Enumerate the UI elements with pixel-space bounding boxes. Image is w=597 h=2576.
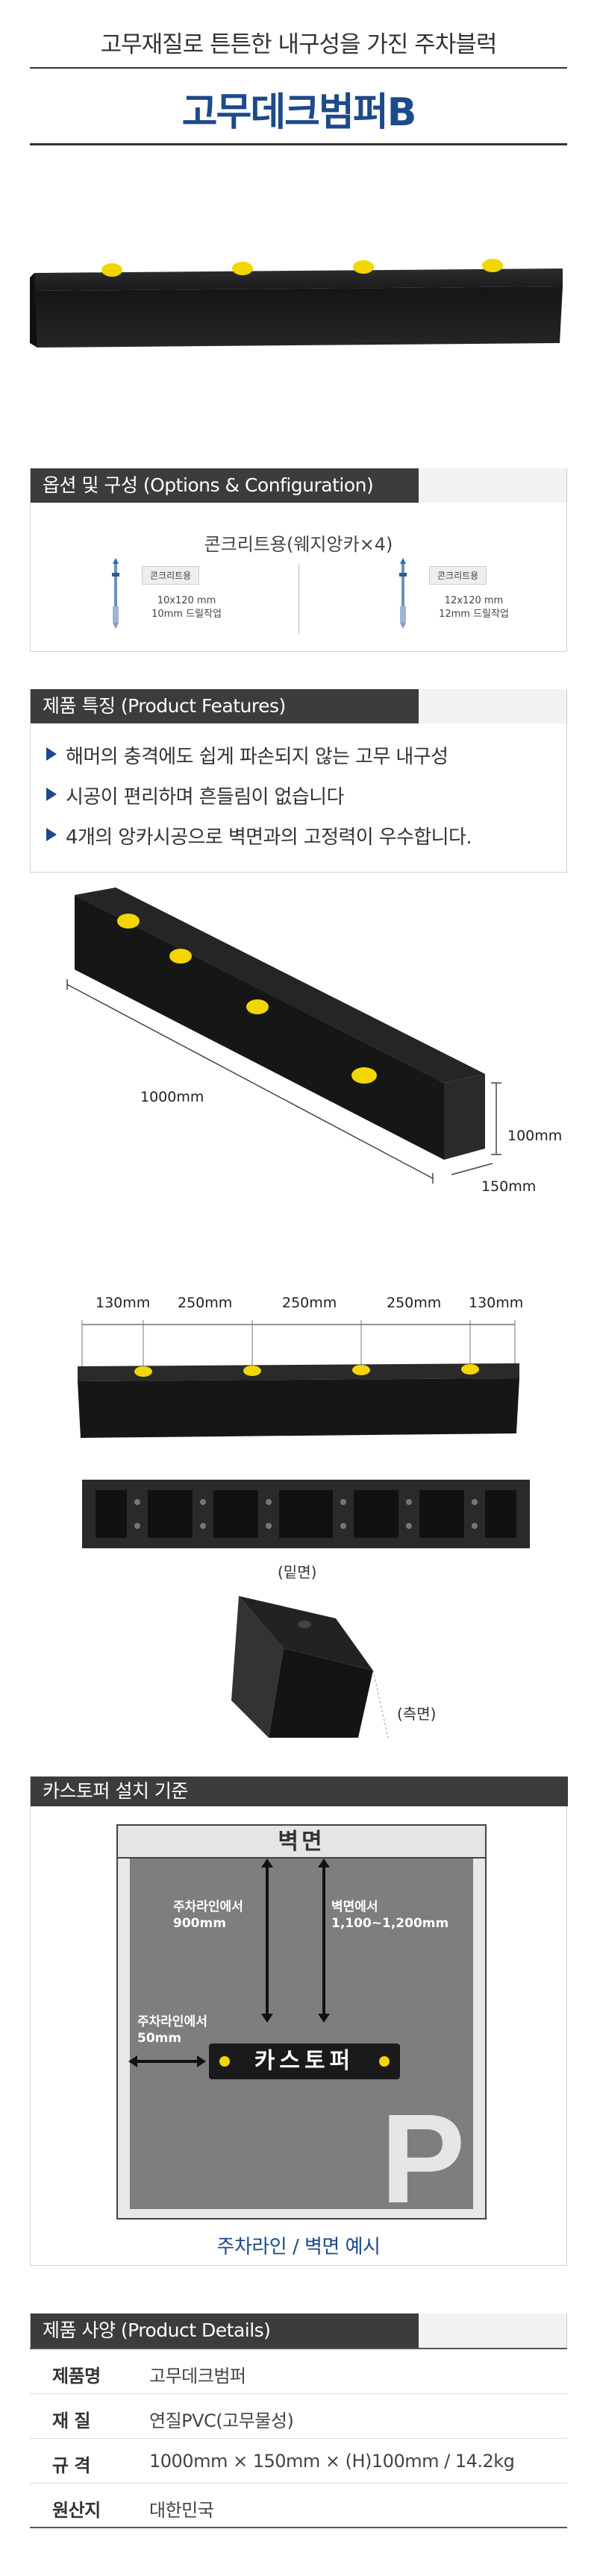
length-label: 1000mm bbox=[140, 1089, 204, 1105]
spec-row: 재 질 연질PVC(고무물성) bbox=[30, 2394, 567, 2439]
anchor-size: 12x120 mm bbox=[444, 595, 504, 606]
options-heading: 옵션 및 구성 (Options & Configuration) bbox=[31, 468, 419, 503]
details-heading: 제품 사양 (Product Details) bbox=[31, 2313, 419, 2348]
reflector-dot bbox=[134, 1366, 152, 1377]
label-line-900-b: 900mm bbox=[173, 1916, 226, 1931]
label-line-50: 주차라인에서 50mm bbox=[137, 2014, 207, 2046]
reflector-dot bbox=[482, 259, 503, 272]
header-rule bbox=[30, 67, 567, 69]
anchor-tag: 콘크리트용 bbox=[429, 566, 487, 585]
spec-row: 규 격 1000mm × 150mm × (H)100mm / 14.2kg bbox=[30, 2439, 567, 2484]
anchor-drill: 10mm 드릴작업 bbox=[151, 609, 222, 620]
reflector-dot bbox=[351, 1067, 377, 1084]
label-wall-a: 벽면에서 bbox=[331, 1900, 378, 1914]
title-rule bbox=[30, 143, 567, 145]
label-line-900-a: 주차라인에서 bbox=[173, 1900, 243, 1914]
bottom-view-caption: (밑면) bbox=[278, 1563, 317, 1581]
anchor-size: 10x120 mm bbox=[157, 595, 216, 606]
label-line-50-a: 주차라인에서 bbox=[137, 2014, 207, 2029]
height-label: 100mm bbox=[507, 1128, 563, 1144]
reflector-dot bbox=[246, 999, 269, 1014]
bullet-icon bbox=[46, 747, 57, 761]
feature-item: 4개의 앙카시공으로 벽면과의 고정력이 우수합니다. bbox=[66, 826, 472, 849]
wall-band: 벽면 bbox=[118, 1826, 485, 1859]
page-title: 고무데크범퍼B bbox=[181, 90, 417, 135]
spacing-label: 250mm bbox=[282, 1295, 337, 1311]
arrow-icon bbox=[261, 1859, 273, 2023]
label-wall-b: 1,100~1,200mm bbox=[331, 1916, 449, 1931]
reflector-dot bbox=[352, 1365, 370, 1375]
reflector-dot bbox=[243, 1366, 261, 1376]
anchor-drill: 12mm 드릴작업 bbox=[439, 609, 509, 620]
reflector-dot bbox=[117, 914, 140, 929]
reflector-dot bbox=[169, 949, 192, 964]
car-stopper: 카스토퍼 bbox=[209, 2043, 400, 2079]
reflector-dot bbox=[219, 2056, 230, 2067]
reflector-dot bbox=[379, 2056, 390, 2067]
options-title: 콘크리트용(웨지앙카×4) bbox=[204, 534, 393, 555]
anchor-tag: 콘크리트용 bbox=[142, 566, 200, 585]
spec-key: 제품명 bbox=[52, 2366, 101, 2387]
bullet-icon bbox=[46, 828, 57, 841]
arrow-icon bbox=[318, 1859, 330, 2023]
reflector-dot bbox=[461, 1364, 479, 1375]
spacing-label: 130mm bbox=[469, 1295, 524, 1311]
install-section-header: 카스토퍼 설치 기준 bbox=[30, 1777, 568, 1806]
spec-row: 원산지 대한민국 bbox=[30, 2484, 567, 2528]
spec-value: 1000mm × 150mm × (H)100mm / 14.2kg bbox=[149, 2451, 515, 2472]
spacing-drawing bbox=[78, 1320, 519, 1438]
feature-item: 시공이 편리하며 흔들림이 없습니다 bbox=[66, 786, 344, 808]
reflector-dot bbox=[232, 262, 253, 275]
label-line-50-b: 50mm bbox=[137, 2031, 182, 2046]
parking-area bbox=[130, 1859, 473, 2209]
spec-row: 제품명 고무데크범퍼 bbox=[30, 2349, 567, 2394]
stopper-label: 카스토퍼 bbox=[254, 2048, 355, 2074]
features-heading: 제품 특징 (Product Features) bbox=[31, 689, 419, 723]
bullet-icon bbox=[46, 788, 57, 801]
side-view-caption: (측면) bbox=[397, 1705, 437, 1723]
feature-item: 해머의 충격에도 쉽게 파손되지 않는 고무 내구성 bbox=[66, 746, 448, 768]
anchor-spec: 12x120 mm 12mm 드릴작업 bbox=[422, 594, 526, 621]
isometric-dimension-drawing bbox=[66, 888, 501, 1184]
wedge-anchor-icon bbox=[112, 558, 119, 629]
install-panel bbox=[30, 1806, 567, 2266]
spacing-label: 130mm bbox=[96, 1295, 151, 1311]
reflector-dot bbox=[353, 260, 374, 274]
options-panel bbox=[30, 503, 567, 652]
spacing-label: 250mm bbox=[178, 1295, 233, 1311]
spacing-label: 250mm bbox=[387, 1295, 442, 1311]
features-panel bbox=[30, 723, 567, 873]
install-heading: 카스토퍼 설치 기준 bbox=[31, 1777, 568, 1806]
options-section-header: 옵션 및 구성 (Options & Configuration) bbox=[30, 468, 567, 503]
anchor-spec: 10x120 mm 10mm 드릴작업 bbox=[134, 594, 239, 621]
details-top-rule bbox=[30, 2348, 567, 2349]
spec-value: 고무데크범퍼 bbox=[149, 2366, 246, 2387]
features-section-header: 제품 특징 (Product Features) bbox=[30, 689, 567, 723]
wedge-anchor-icon bbox=[399, 558, 407, 629]
parking-letter: P bbox=[381, 2088, 466, 2230]
details-section-header: 제품 사양 (Product Details) bbox=[30, 2313, 567, 2348]
spec-key: 원산지 bbox=[52, 2500, 101, 2521]
side-view-drawing bbox=[231, 1596, 389, 1738]
spec-key: 재 질 bbox=[52, 2410, 91, 2431]
spec-value: 대한민국 bbox=[149, 2500, 214, 2521]
spec-value: 연질PVC(고무물성) bbox=[149, 2410, 294, 2431]
label-wall-distance: 벽면에서 1,100~1,200mm bbox=[331, 1899, 448, 1932]
arrow-icon bbox=[128, 2055, 206, 2067]
option-divider bbox=[298, 563, 299, 634]
width-label: 150mm bbox=[481, 1178, 537, 1195]
label-line-900: 주차라인에서 900mm bbox=[173, 1899, 243, 1932]
hero-product-image bbox=[30, 259, 563, 348]
parking-diagram: 벽면 bbox=[116, 1824, 487, 2220]
install-caption: 주차라인 / 벽면 예시 bbox=[216, 2236, 381, 2258]
reflector-dot bbox=[101, 263, 122, 277]
spec-key: 규 격 bbox=[52, 2455, 91, 2476]
bottom-view-drawing bbox=[82, 1480, 530, 1548]
page-subtitle: 고무재질로 튼튼한 내구성을 가진 주차블럭 bbox=[100, 31, 498, 58]
